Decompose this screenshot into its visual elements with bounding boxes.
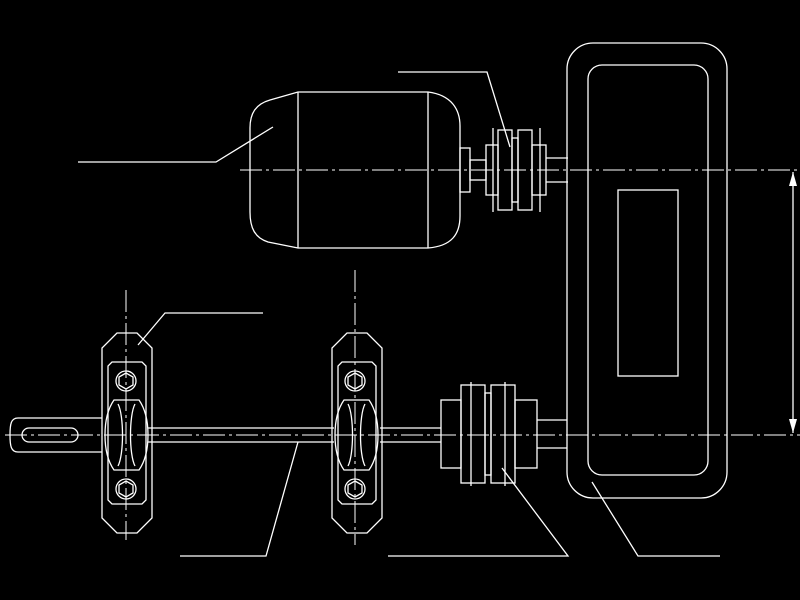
leader-motor-coupling (398, 71, 511, 148)
leader-bearing (137, 312, 263, 346)
center-lines (5, 169, 800, 545)
center-distance-dimension (789, 172, 797, 433)
leader-shaft (180, 441, 299, 557)
gear-reducer (566, 42, 728, 499)
leader-lines (78, 71, 720, 557)
output-coupling (440, 382, 567, 486)
bearing-block-left (101, 332, 153, 534)
leader-reducer (591, 481, 720, 557)
leader-motor (78, 126, 274, 163)
bearing-block-right (331, 332, 383, 534)
electric-motor (249, 91, 487, 249)
leader-output-coupling (388, 467, 570, 557)
